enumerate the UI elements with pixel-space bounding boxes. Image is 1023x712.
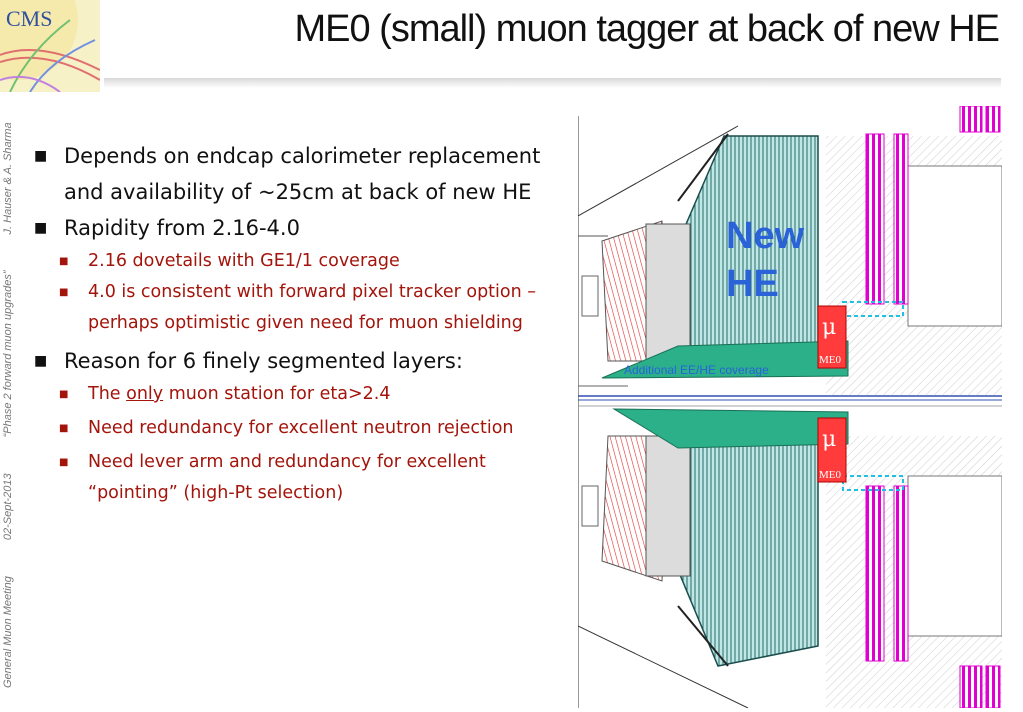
bullet-list: ■ Depends on endcap calorimeter replaceme… bbox=[30, 138, 578, 509]
bullet-item: ■ Depends on endcap calorimeter replaceme… bbox=[30, 138, 578, 210]
new-he-label: New bbox=[726, 215, 805, 257]
mu-symbol-bottom: μ bbox=[822, 427, 836, 452]
bullet-text-emphasis: only bbox=[126, 384, 164, 404]
square-bullet-icon: ■ bbox=[59, 256, 69, 267]
page-title: ME0 (small) muon tagger at back of new H… bbox=[294, 8, 1000, 50]
footer-meeting: General Muon Meeting bbox=[2, 576, 14, 688]
bullet-item: ■ Reason for 6 finely segmented layers: bbox=[30, 343, 578, 379]
footer-talk: “Phase 2 forward muon upgrades” bbox=[2, 270, 14, 438]
me0-label-top: ME0 bbox=[819, 354, 842, 366]
bullet-text: Rapidity from 2.16-4.0 bbox=[64, 216, 300, 240]
title-underline bbox=[104, 78, 1001, 88]
bullet-text: Need lever arm and redundancy for excell… bbox=[88, 452, 486, 503]
sub-bullet-item: ■ Need lever arm and redundancy for excel… bbox=[30, 447, 578, 509]
square-bullet-icon: ■ bbox=[34, 220, 48, 236]
detector-drawing: New HE μ ME0 μ ME0 Additional EE/HE cove… bbox=[577, 105, 1003, 709]
bullet-text: Need redundancy for excellent neutron re… bbox=[88, 418, 514, 438]
bullet-item: ■ Rapidity from 2.16-4.0 bbox=[30, 210, 578, 246]
bullet-text: 2.16 dovetails with GE1/1 coverage bbox=[88, 251, 400, 271]
square-bullet-icon: ■ bbox=[34, 148, 48, 164]
footer-authors: J. Hauser & A. Sharma bbox=[2, 122, 14, 235]
cms-logo: CMS bbox=[0, 0, 101, 93]
bullet-text: Reason for 6 finely segmented layers: bbox=[64, 349, 463, 373]
square-bullet-icon: ■ bbox=[59, 423, 69, 434]
sub-bullet-item: ■ 2.16 dovetails with GE1/1 coverage bbox=[30, 246, 578, 277]
coverage-label: Additional EE/HE coverage bbox=[624, 363, 769, 377]
square-bullet-icon: ■ bbox=[34, 353, 48, 369]
mu-symbol-top: μ bbox=[822, 315, 836, 340]
bullet-text-post: muon station for eta>2.4 bbox=[163, 384, 391, 404]
detector-diagram: New HE μ ME0 μ ME0 Additional EE/HE cove… bbox=[577, 105, 1003, 709]
bullet-text: 4.0 is consistent with forward pixel tra… bbox=[88, 282, 537, 333]
cms-logo-text: CMS bbox=[6, 6, 52, 31]
bullet-text: Depends on endcap calorimeter replacemen… bbox=[64, 144, 541, 204]
side-footer: General Muon Meeting 02-Sept-2013 “Phase… bbox=[2, 108, 18, 688]
footer-date: 02-Sept-2013 bbox=[2, 473, 14, 541]
bullet-text-pre: The bbox=[88, 384, 127, 404]
square-bullet-icon: ■ bbox=[59, 287, 69, 298]
sub-bullet-item: ■ Need redundancy for excellent neutron r… bbox=[30, 413, 578, 444]
me0-label-bottom: ME0 bbox=[819, 469, 842, 481]
sub-bullet-item: ■ The only muon station for eta>2.4 bbox=[30, 379, 578, 410]
square-bullet-icon: ■ bbox=[59, 389, 69, 400]
square-bullet-icon: ■ bbox=[59, 457, 69, 468]
sub-bullet-item: ■ 4.0 is consistent with forward pixel tr… bbox=[30, 277, 578, 339]
new-he-label-2: HE bbox=[726, 263, 779, 305]
